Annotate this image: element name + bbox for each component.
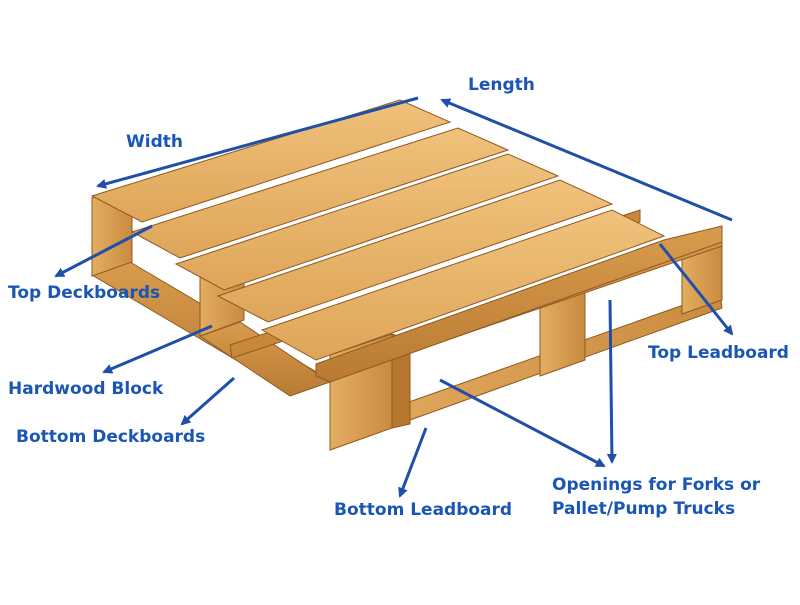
- openings-arrow-left: [439, 378, 606, 468]
- top-deckboards-arrow: [54, 224, 153, 278]
- openings-arrow-right: [606, 299, 617, 464]
- top-leadboard-arrow: [658, 243, 734, 336]
- width-arrow: [96, 96, 419, 189]
- top-deckboard: [216, 179, 614, 323]
- top-deckboard: [174, 153, 560, 291]
- label-width: Width: [126, 132, 183, 152]
- label-openings-line2: Pallet/Pump Trucks: [552, 499, 736, 519]
- top-deckboard: [315, 225, 723, 383]
- top-deckboard: [130, 127, 510, 259]
- label-top-deckboards: Top Deckboards: [8, 283, 161, 303]
- top-deckboard: [260, 209, 666, 361]
- label-bottom-leadboard: Bottom Leadboard: [334, 500, 513, 520]
- label-length: Length: [468, 75, 535, 95]
- top-deckboards: [90, 99, 723, 383]
- label-openings-line1: Openings for Forks or: [552, 475, 761, 495]
- length-arrow: [440, 98, 733, 222]
- annotation-arrows: [54, 96, 734, 498]
- label-top-leadboard: Top Leadboard: [648, 343, 789, 363]
- hardwood-block-arrow: [102, 324, 213, 374]
- bottom-leadboard-arrow: [398, 427, 428, 498]
- label-bottom-deckboards: Bottom Deckboards: [16, 427, 206, 447]
- bottom-deckboards-arrow: [180, 376, 235, 426]
- label-hardwood-block: Hardwood Block: [8, 379, 164, 399]
